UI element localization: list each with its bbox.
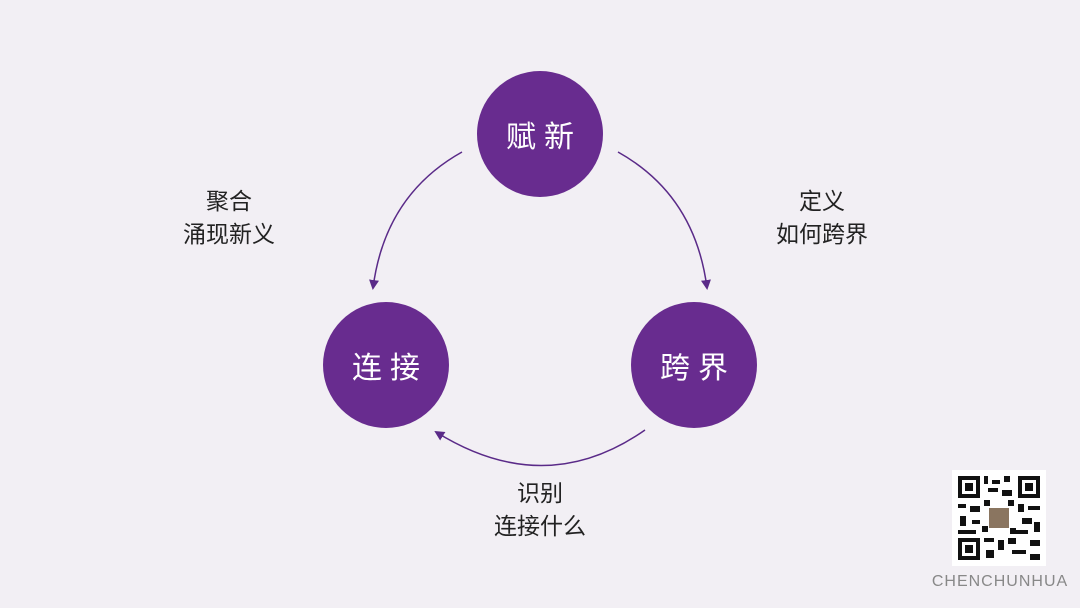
label-right: 定义 如何跨界 [722, 186, 922, 252]
label-line: 定义 [799, 189, 845, 215]
node-label: 跨界 [660, 351, 736, 386]
node-label: 连接 [352, 351, 428, 386]
label-line: 如何跨界 [776, 222, 868, 248]
brand-watermark: CHENCHUNHUA [931, 573, 1069, 590]
qr-code [952, 470, 1046, 566]
node-kuajie: 跨界 [631, 302, 757, 428]
arrow-top-to-right [617, 151, 711, 290]
node-label: 赋新 [506, 120, 582, 155]
label-bottom: 识别 连接什么 [440, 478, 640, 544]
label-line: 连接什么 [494, 514, 586, 540]
arrow-right-to-left [434, 429, 646, 467]
label-left: 聚合 涌现新义 [129, 186, 329, 252]
node-lianjie: 连接 [323, 302, 449, 428]
node-fuxin: 赋新 [477, 71, 603, 197]
arrow-top-to-left [369, 151, 463, 290]
label-line: 聚合 [206, 189, 252, 215]
avatar [989, 508, 1009, 528]
label-line: 识别 [517, 481, 563, 507]
label-line: 涌现新义 [183, 222, 275, 248]
